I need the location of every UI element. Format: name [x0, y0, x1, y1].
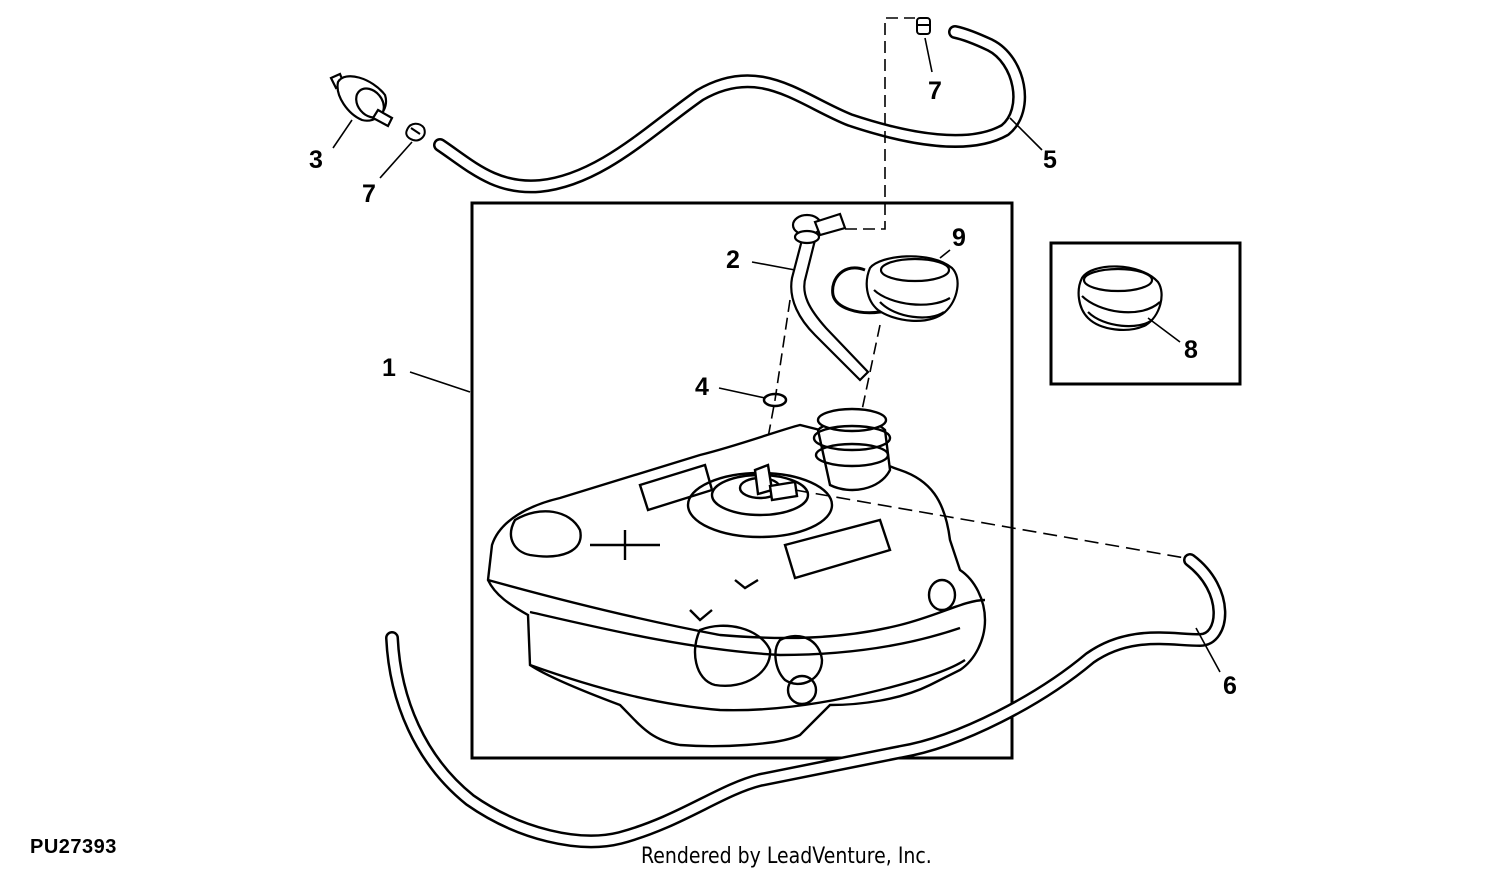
routing-line-top — [845, 17, 915, 230]
leader-lines — [332, 37, 1221, 673]
fuel-pickup-tube — [790, 212, 870, 382]
callout-7-top: 7 — [928, 77, 942, 105]
fuel-hose-6 — [385, 553, 1227, 849]
figure-id: PU27393 — [30, 836, 117, 858]
fuel-filter — [329, 72, 394, 128]
fuel-cap-tethered — [831, 255, 959, 322]
tank-group-frame — [470, 201, 1014, 760]
callout-4: 4 — [695, 373, 709, 401]
alt-cap-frame — [1049, 241, 1242, 386]
hose-clamp-left — [405, 122, 426, 142]
callout-1: 1 — [382, 354, 396, 382]
callout-6: 6 — [1223, 672, 1237, 700]
callout-5: 5 — [1043, 146, 1057, 174]
hose-clamp-top — [916, 17, 931, 35]
fuel-tank — [486, 407, 987, 748]
callout-7-left: 7 — [362, 180, 376, 208]
render-credit: Rendered by LeadVenture, Inc. — [641, 844, 932, 869]
routing-line-return — [794, 489, 1186, 559]
routing-line-cap — [861, 324, 881, 411]
callout-2: 2 — [726, 246, 740, 274]
fuel-hose-5 — [433, 25, 1027, 194]
callout-9: 9 — [952, 224, 966, 252]
fuel-cap-alt — [1077, 265, 1163, 331]
callout-8: 8 — [1184, 336, 1198, 364]
callout-3: 3 — [309, 146, 323, 174]
